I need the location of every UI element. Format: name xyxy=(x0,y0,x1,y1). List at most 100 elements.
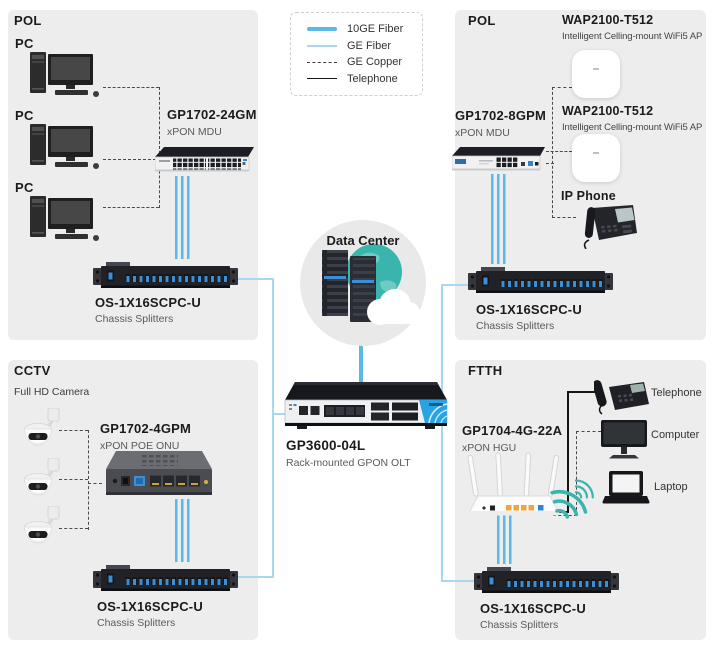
link-10ge-bundle-ftth xyxy=(497,515,512,564)
legend-item: GE Copper xyxy=(307,56,422,68)
device-type-gp1702-24gm: xPON MDU xyxy=(167,126,222,138)
wifi-signal-icon xyxy=(572,474,598,500)
line-segment xyxy=(88,483,102,484)
chassis-splitter-image xyxy=(468,263,613,299)
computer-label: Computer xyxy=(651,429,700,441)
legend: 10GE Fiber GE Fiber GE Copper Telephone xyxy=(290,12,423,96)
telephone-line-swatch xyxy=(307,78,337,80)
legend-label: Telephone xyxy=(347,72,398,85)
section-title-ftth: FTTH xyxy=(468,363,503,378)
line-segment xyxy=(552,87,553,218)
splitter-name-pol-left: OS-1X16SCPC-U xyxy=(95,295,201,310)
line-segment xyxy=(567,391,569,513)
pc3-label: PC xyxy=(15,180,34,195)
line-segment xyxy=(443,580,475,582)
section-title-pol-right: POL xyxy=(468,13,496,28)
device-type-gp1704-4g-22a: xPON HGU xyxy=(462,442,517,454)
legend-label: 10GE Fiber xyxy=(347,23,404,36)
line-segment xyxy=(59,430,88,431)
line-segment xyxy=(236,576,274,578)
ip-phone-icon xyxy=(574,203,638,249)
ap2-name: WAP2100-T512 xyxy=(562,104,654,118)
laptop-icon xyxy=(602,470,650,506)
splitter-type-pol-right: Chassis Splitters xyxy=(476,320,555,332)
panel-cctv xyxy=(8,360,258,640)
ap2-type: Intelligent Celling-mount WiFi5 AP xyxy=(562,122,703,133)
pc-icon xyxy=(28,194,104,246)
data-center-circle xyxy=(300,220,426,346)
laptop-label: Laptop xyxy=(654,481,688,493)
telephone-icon xyxy=(594,377,650,415)
legend-item: Telephone xyxy=(307,73,422,85)
line-segment xyxy=(546,163,554,164)
link-10ge-bundle-cctv xyxy=(175,499,190,562)
dome-camera-icon xyxy=(22,506,60,550)
line-segment xyxy=(59,479,88,480)
link-10ge-bundle-pol-right xyxy=(491,174,506,264)
line-segment xyxy=(576,431,577,515)
wifi-ap-image xyxy=(572,134,620,182)
device-name-gp1702-4gpm: GP1702-4GPM xyxy=(100,421,192,436)
device-type-gp1702-4gpm: xPON POE ONU xyxy=(100,440,180,452)
data-center-illustration xyxy=(322,244,420,325)
ip-phone-label: IP Phone xyxy=(561,189,616,203)
line-segment xyxy=(546,151,572,152)
splitter-type-cctv: Chassis Splitters xyxy=(97,617,176,629)
splitter-name-cctv: OS-1X16SCPC-U xyxy=(97,599,203,614)
ap-led-dash xyxy=(593,68,599,71)
line-segment xyxy=(236,278,274,280)
wifi-ap-image xyxy=(572,50,620,98)
telephone-label: Telephone xyxy=(651,387,702,399)
line-segment xyxy=(103,159,156,160)
chassis-splitter-image xyxy=(93,258,238,294)
pc-icon xyxy=(28,50,104,102)
link-10ge-bundle-pol-left xyxy=(175,176,190,259)
ge-fiber-line-swatch xyxy=(307,44,337,47)
ap1-type: Intelligent Celling-mount WiFi5 AP xyxy=(562,31,703,42)
line-segment xyxy=(103,207,159,208)
olt-name: GP3600-04L xyxy=(286,438,366,453)
line-segment xyxy=(103,87,159,88)
device-type-gp1702-8gpm: xPON MDU xyxy=(455,127,510,139)
line-segment xyxy=(576,431,601,432)
chassis-splitter-image xyxy=(474,563,619,599)
splitter-name-ftth: OS-1X16SCPC-U xyxy=(480,601,586,616)
gpon-olt-image xyxy=(279,379,451,435)
legend-label: GE Copper xyxy=(347,56,403,69)
splitter-type-pol-left: Chassis Splitters xyxy=(95,313,174,325)
line-segment xyxy=(443,284,469,286)
ap1-name: WAP2100-T512 xyxy=(562,13,654,27)
mdu-switch-24port-image xyxy=(155,146,255,178)
poe-onu-image xyxy=(100,449,216,501)
cctv-subtitle: Full HD Camera xyxy=(14,386,90,398)
chassis-splitter-image xyxy=(93,561,238,597)
dome-camera-icon xyxy=(22,458,60,502)
line-segment xyxy=(441,284,443,582)
dome-camera-icon xyxy=(22,408,60,452)
ap-led-dash xyxy=(593,152,599,155)
link-10ge-cloud-olt xyxy=(359,344,363,384)
device-name-gp1702-24gm: GP1702-24GM xyxy=(167,107,257,122)
device-name-gp1704-4g-22a: GP1704-4G-22A xyxy=(462,423,563,438)
computer-monitor-icon xyxy=(600,419,648,459)
pc-icon xyxy=(28,122,104,174)
line-segment xyxy=(552,87,572,88)
line-segment xyxy=(567,391,596,393)
pc2-label: PC xyxy=(15,108,34,123)
10ge-fiber-line-swatch xyxy=(307,27,337,32)
mdu-switch-8port-image xyxy=(452,146,546,176)
line-segment xyxy=(272,278,274,578)
line-segment xyxy=(59,528,88,529)
section-title-cctv: CCTV xyxy=(14,363,51,378)
device-name-gp1702-8gpm: GP1702-8GPM xyxy=(455,108,547,123)
line-segment xyxy=(159,87,160,208)
splitter-type-ftth: Chassis Splitters xyxy=(480,619,559,631)
line-segment xyxy=(552,217,576,218)
legend-label: GE Fiber xyxy=(347,39,392,52)
legend-item: GE Fiber xyxy=(307,40,422,52)
line-segment xyxy=(88,430,89,530)
data-center-label: Data Center xyxy=(326,233,400,248)
splitter-name-pol-right: OS-1X16SCPC-U xyxy=(476,302,582,317)
legend-item: 10GE Fiber xyxy=(307,23,422,35)
